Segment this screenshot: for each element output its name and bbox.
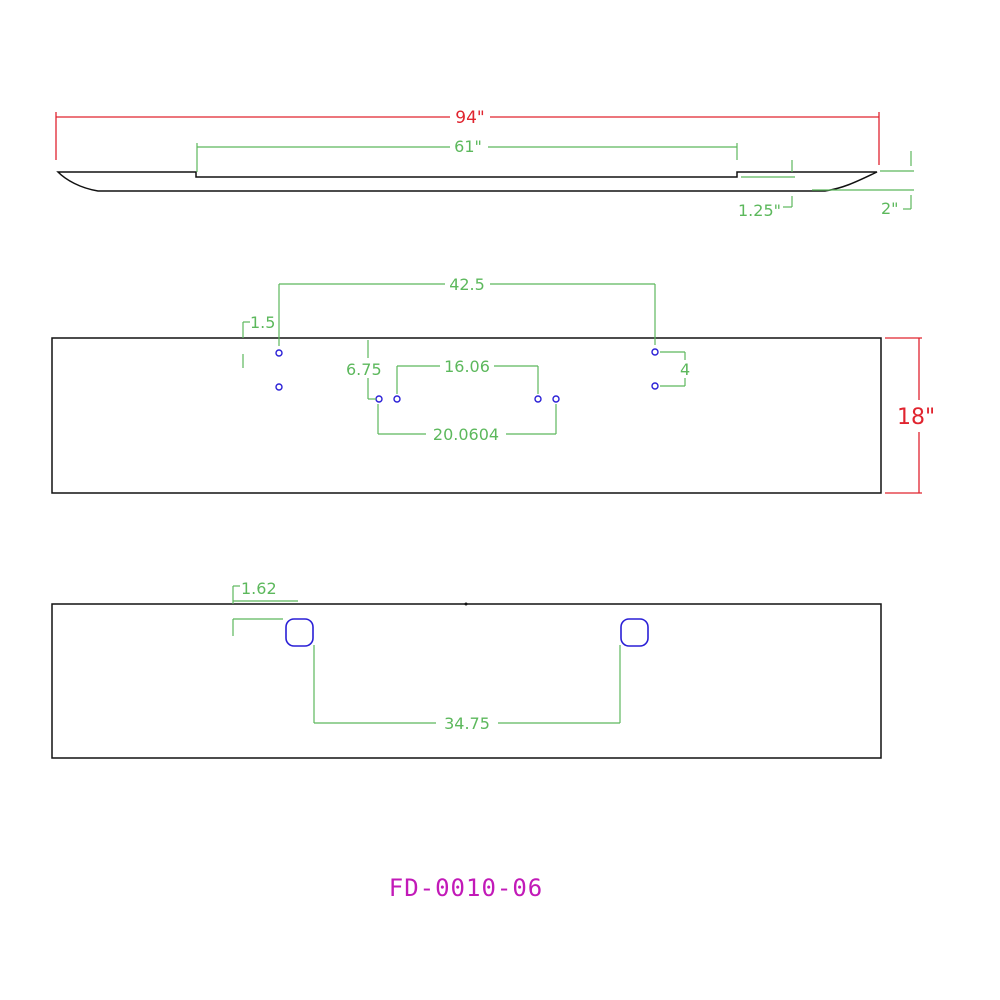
slot-offset-label: 1.62 [241, 579, 277, 598]
vertical-offset-label: 6.75 [346, 360, 382, 379]
mounting-hole [375, 395, 383, 403]
edge-offset-label: 1.5 [250, 313, 275, 332]
dim-slot-offset: 1.62 [232, 579, 298, 636]
dim-step-height: 1.25" [738, 160, 795, 220]
mounting-hole [393, 395, 401, 403]
top-view-profile [56, 171, 878, 192]
dim-center-length: 61" [196, 137, 738, 172]
height-label: 18" [897, 405, 935, 430]
mounting-hole [552, 395, 560, 403]
front-view: 42.5 1.5 6.75 16.06 [51, 275, 935, 494]
mounting-hole [651, 382, 659, 390]
dim-edge-offset: 1.5 [242, 313, 275, 368]
dim-vertical-offset: 6.75 [346, 340, 382, 400]
part-number: FD-0010-06 [389, 874, 544, 902]
dim-end-height: 2" [812, 151, 914, 218]
outer-spacing-label: 20.0604 [433, 425, 499, 444]
center-length-label: 61" [454, 137, 482, 156]
center-mark [464, 602, 468, 606]
end-height-label: 2" [881, 199, 899, 218]
mounting-slot [620, 618, 649, 647]
overall-length-label: 94" [455, 108, 484, 128]
hole-pitch-label: 4 [680, 360, 690, 379]
mounting-hole [275, 383, 283, 391]
dim-hole-pitch: 4 [660, 351, 690, 387]
bottom-view: 1.62 34.75 [51, 579, 882, 759]
bottom-view-outline [51, 603, 882, 759]
slot-spacing-label: 34.75 [444, 714, 490, 733]
step-height-label: 1.25" [738, 201, 781, 220]
dim-overall-length: 94" [55, 108, 880, 165]
dim-hole-spacing: 42.5 [278, 275, 656, 346]
dim-inner-spacing: 16.06 [396, 357, 539, 394]
mounting-hole [275, 349, 283, 357]
top-view: 94" 61" 1.25" 2" [55, 108, 914, 220]
front-view-outline [51, 337, 882, 494]
dim-slot-spacing: 34.75 [313, 645, 621, 733]
dim-height: 18" [885, 337, 935, 494]
mounting-hole [534, 395, 542, 403]
mounting-slot [285, 618, 314, 647]
mounting-hole [651, 348, 659, 356]
hole-spacing-label: 42.5 [449, 275, 485, 294]
dim-outer-spacing: 20.0604 [377, 404, 557, 444]
inner-spacing-label: 16.06 [444, 357, 490, 376]
